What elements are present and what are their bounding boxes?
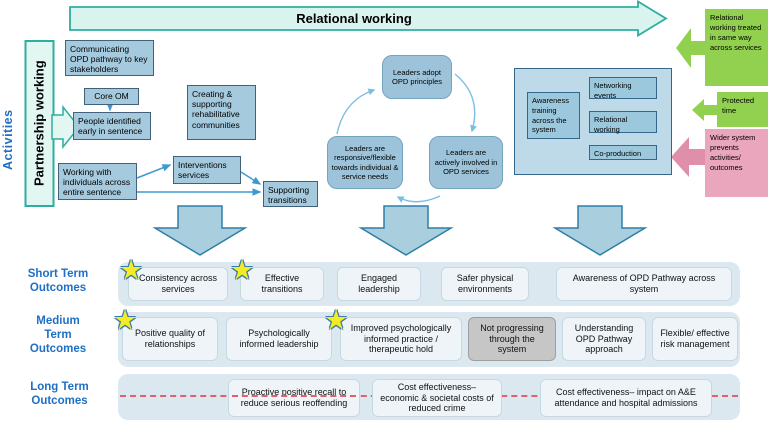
partnership-branch-arrow bbox=[51, 104, 80, 150]
note-relational-same-way: Relational working treated in same way a… bbox=[705, 9, 768, 86]
star-icon: ★ bbox=[113, 305, 138, 335]
down-arrow-3 bbox=[552, 205, 648, 256]
cycle-box-leaders-responsive: Leaders are responsive/flexible towards … bbox=[327, 136, 403, 189]
box-interventions-services: Interventions services bbox=[173, 156, 241, 184]
long-term-outcomes-label: Long Term Outcomes bbox=[30, 381, 89, 407]
box-co-production: Co-production bbox=[589, 145, 657, 160]
relational-working-banner-label: Relational working bbox=[296, 11, 412, 26]
enabler-arrow-1 bbox=[676, 28, 706, 68]
cycle-box-leaders-involved: Leaders are actively involved in OPD ser… bbox=[429, 136, 503, 189]
outcome-cost-effectiveness-ae: Cost effectiveness– impact on A&E attend… bbox=[540, 379, 712, 417]
box-creating-rehabilitative-communities: Creating & supporting rehabilitative com… bbox=[187, 85, 256, 140]
box-people-identified-early: People identified early in sentence bbox=[73, 112, 151, 140]
cycle-box-leaders-adopt: Leaders adopt OPD principles bbox=[382, 55, 452, 99]
outcome-improved-psych-practice: Improved psychologically informed practi… bbox=[340, 317, 462, 361]
box-networking-events: Networking events bbox=[589, 77, 657, 100]
star-icon: ★ bbox=[230, 255, 255, 285]
barrier-arrow bbox=[671, 137, 707, 177]
cycle-arrow-bottom-left bbox=[396, 195, 441, 203]
outcome-psychologically-informed-leadership: Psychologically informed leadership bbox=[226, 317, 332, 361]
note-protected-time: Protected time bbox=[717, 92, 768, 127]
outcome-awareness-opd-pathway: Awareness of OPD Pathway across system bbox=[556, 267, 732, 301]
box-communicating-opd-pathway: Communicating OPD pathway to key stakeho… bbox=[65, 40, 154, 76]
outcome-cost-effectiveness-crime: Cost effectiveness– economic & societal … bbox=[372, 379, 502, 417]
outcome-flexible-risk-management: Flexible/ effective risk management bbox=[652, 317, 738, 361]
dashed-line-overlay-segment bbox=[232, 395, 356, 397]
outcome-engaged-leadership: Engaged leadership bbox=[337, 267, 421, 301]
working-to-interventions-arrow bbox=[136, 164, 172, 179]
down-arrow-1 bbox=[152, 205, 248, 256]
outcome-safer-physical-environments: Safer physical environments bbox=[441, 267, 529, 301]
outcome-understanding-opd-approach: Understanding OPD Pathway approach bbox=[562, 317, 646, 361]
medium-term-outcomes-label: Medium Term Outcomes bbox=[29, 315, 87, 355]
outcome-positive-quality-relationships: Positive quality of relationships bbox=[122, 317, 218, 361]
note-wider-system-prevents: Wider system prevents activities/ outcom… bbox=[705, 129, 768, 197]
box-core-om: Core OM bbox=[84, 88, 139, 105]
enabler-arrow-2 bbox=[692, 99, 719, 121]
box-supporting-transitions: Supporting transitions bbox=[263, 181, 318, 207]
cycle-arrow-left-up bbox=[336, 88, 376, 135]
down-arrow-2 bbox=[358, 205, 454, 256]
relational-working-banner-arrow bbox=[69, 0, 668, 38]
box-relational-working: Relational working bbox=[589, 111, 657, 134]
outcome-not-progressing-system: Not progressing through the system bbox=[468, 317, 556, 361]
star-icon: ★ bbox=[119, 255, 144, 285]
partnership-working-banner-label: Partnership working bbox=[31, 60, 47, 187]
box-awareness-training: Awareness training across the system bbox=[527, 92, 580, 139]
cycle-arrow-right-down bbox=[454, 73, 477, 133]
outcome-consistency-across-services: Consistency across services bbox=[128, 267, 228, 301]
activities-axis-label: Activities bbox=[1, 109, 15, 171]
outcome-proactive-positive-recall: Proactive positive recall to reduce seri… bbox=[228, 379, 360, 417]
star-icon: ★ bbox=[324, 305, 349, 335]
box-working-with-individuals: Working with individuals across entire s… bbox=[58, 163, 137, 200]
interventions-to-supporting-arrow bbox=[240, 171, 262, 185]
outcome-effective-transitions: Effective transitions bbox=[240, 267, 324, 301]
short-term-outcomes-label: Short Term Outcomes bbox=[27, 268, 89, 294]
